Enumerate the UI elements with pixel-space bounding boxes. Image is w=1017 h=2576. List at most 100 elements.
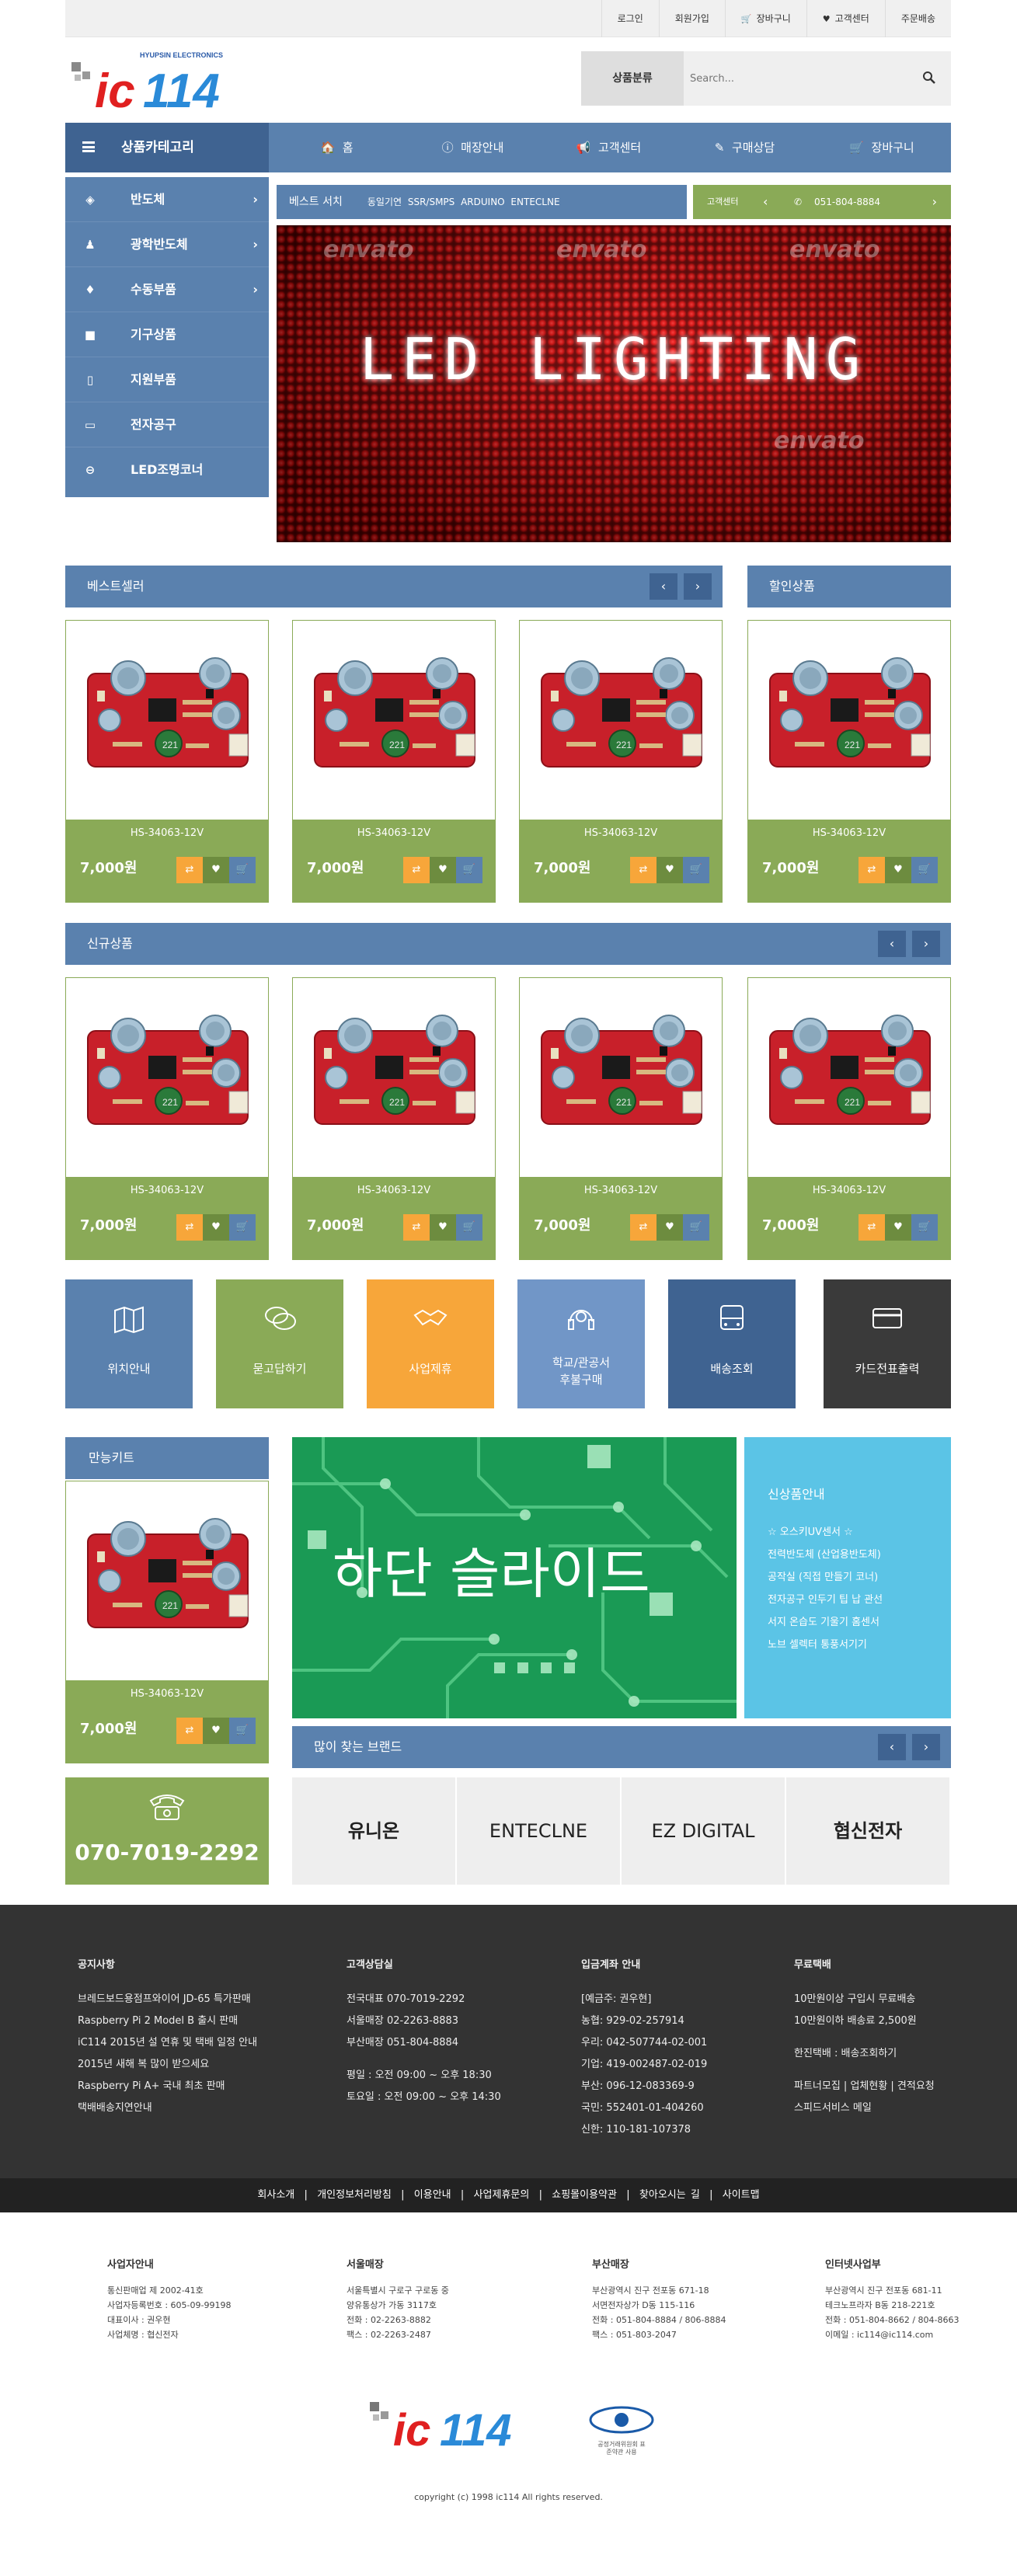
new-info-item[interactable]: 서지 온습도 기울기 홈센서 (768, 1617, 879, 1628)
sidebar-item-semiconductor[interactable]: ◈반도체› (65, 177, 269, 222)
tile-delivery[interactable]: 배송조회 (668, 1279, 796, 1408)
compare-button[interactable]: ⇄ (630, 857, 657, 883)
footer-link[interactable]: 회사소개 (257, 2189, 295, 2201)
compare-button[interactable]: ⇄ (176, 1718, 203, 1744)
product-image[interactable]: 221 (535, 642, 708, 787)
tile-school-purchase[interactable]: 학교/관공서 후불구매 (517, 1279, 645, 1408)
next-button[interactable]: › (912, 1734, 940, 1760)
sidebar-item-led[interactable]: ⊖LED조명코너 (65, 447, 269, 493)
notice-item[interactable]: 브레드보드용점프와이어 JD-65 특가판매 (78, 1993, 251, 2005)
compare-button[interactable]: ⇄ (630, 1214, 657, 1241)
tile-partnership[interactable]: 사업제휴 (367, 1279, 494, 1408)
compare-button[interactable]: ⇄ (176, 857, 203, 883)
product-image[interactable]: 221 (308, 642, 481, 787)
notice-item[interactable]: 택배배송지연안내 (78, 2102, 152, 2114)
product-name[interactable]: HS-34063-12V (357, 827, 431, 839)
add-to-cart-button[interactable]: 🛒 (683, 857, 709, 883)
product-name[interactable]: HS-34063-12V (812, 1185, 886, 1196)
wishlist-button[interactable]: ♥ (203, 1718, 229, 1744)
signup-link[interactable]: 회원가입 (658, 0, 725, 37)
delivery-tracking-link[interactable]: 한진택배 : 배송조회하기 (794, 2048, 897, 2059)
notice-item[interactable]: 2015년 새해 복 많이 받으세요 (78, 2059, 210, 2070)
compare-button[interactable]: ⇄ (859, 1214, 885, 1241)
wishlist-button[interactable]: ♥ (430, 857, 456, 883)
chevron-right-icon[interactable]: › (932, 194, 937, 209)
cart-link[interactable]: 🛒장바구니 (724, 0, 806, 37)
search-input[interactable] (690, 67, 907, 90)
add-to-cart-button[interactable]: 🛒 (229, 1718, 256, 1744)
compare-button[interactable]: ⇄ (176, 1214, 203, 1241)
new-info-item[interactable]: 전자공구 인두기 팁 납 관선 (768, 1594, 883, 1606)
next-button[interactable]: › (912, 931, 940, 957)
hero-banner[interactable]: envato envato envato envato LED LIGHTING (277, 225, 951, 542)
chevron-left-icon[interactable]: ‹ (763, 194, 768, 209)
wishlist-button[interactable]: ♥ (203, 857, 229, 883)
product-name[interactable]: HS-34063-12V (130, 827, 204, 839)
nav-store-info[interactable]: ⓘ 매장안내 (405, 123, 541, 172)
product-image[interactable]: 221 (82, 642, 254, 787)
notice-item[interactable]: Raspberry Pi A+ 국내 최초 판매 (78, 2080, 225, 2092)
nav-purchase-consult[interactable]: ✎ 구매상담 (677, 123, 813, 172)
best-search-keywords[interactable]: 동일기연 SSR/SMPS ARDUINO ENTECLNE (367, 197, 560, 207)
tile-qna[interactable]: 묻고답하기 (216, 1279, 343, 1408)
product-image[interactable]: 221 (82, 1503, 254, 1648)
sidebar-item-mechanical[interactable]: ■기구상품 (65, 312, 269, 357)
order-tracking-link[interactable]: 주문배송 (884, 0, 951, 37)
new-info-item[interactable]: 노브 셀렉터 통풍서기기 (768, 1639, 867, 1651)
new-info-item[interactable]: ☆ 오스키UV센서 ☆ (768, 1526, 853, 1538)
next-button[interactable]: › (684, 573, 712, 600)
add-to-cart-button[interactable]: 🛒 (911, 1214, 938, 1241)
footer-link[interactable]: 사업제휴문의 (473, 2189, 530, 2201)
site-logo[interactable]: HYUPSIN ELECTRONICS ic 114 (68, 40, 255, 118)
category-menu-button[interactable]: 상품카테고리 (65, 123, 269, 172)
prev-button[interactable]: ‹ (878, 1734, 906, 1760)
wishlist-button[interactable]: ♥ (430, 1214, 456, 1241)
brand-enteclne[interactable]: ENTECLNE (457, 1777, 620, 1885)
prev-button[interactable]: ‹ (878, 931, 906, 957)
brand-hyupsin[interactable]: 협신전자 (786, 1777, 949, 1885)
add-to-cart-button[interactable]: 🛒 (911, 857, 938, 883)
sidebar-item-passive[interactable]: ♦수동부품› (65, 267, 269, 312)
nav-home[interactable]: 🏠 홈 (269, 123, 405, 172)
speed-service-link[interactable]: 스피드서비스 메일 (794, 2102, 872, 2114)
support-link[interactable]: ♥고객센터 (806, 0, 885, 37)
bottom-slider[interactable]: 하단 슬라이드 (292, 1437, 737, 1718)
product-name[interactable]: HS-34063-12V (130, 1185, 204, 1196)
add-to-cart-button[interactable]: 🛒 (229, 857, 256, 883)
new-info-item[interactable]: 전력반도체 (산업용반도체) (768, 1549, 881, 1561)
search-icon[interactable] (921, 70, 937, 85)
sidebar-item-tools[interactable]: ▭전자공구 (65, 402, 269, 447)
search-category-select[interactable]: 상품분류 (581, 51, 684, 106)
footer-link[interactable]: 찾아오시는 길 (639, 2189, 700, 2201)
add-to-cart-button[interactable]: 🛒 (456, 857, 482, 883)
product-name[interactable]: HS-34063-12V (583, 827, 658, 839)
wishlist-button[interactable]: ♥ (885, 1214, 911, 1241)
footer-link[interactable]: 쇼핑몰이용약관 (552, 2189, 617, 2201)
add-to-cart-button[interactable]: 🛒 (229, 1214, 256, 1241)
product-name[interactable]: HS-34063-12V (812, 827, 886, 839)
compare-button[interactable]: ⇄ (403, 1214, 430, 1241)
add-to-cart-button[interactable]: 🛒 (456, 1214, 482, 1241)
sidebar-item-support-parts[interactable]: ▯지원부품 (65, 357, 269, 402)
wishlist-button[interactable]: ♥ (657, 857, 683, 883)
sidebar-item-optical[interactable]: ♟광학반도체› (65, 222, 269, 267)
wishlist-button[interactable]: ♥ (885, 857, 911, 883)
brand-ez-digital[interactable]: EZ DIGITAL (622, 1777, 785, 1885)
footer-link[interactable]: 사이트맵 (722, 2189, 760, 2201)
product-name[interactable]: HS-34063-12V (357, 1185, 431, 1196)
tile-card-receipt[interactable]: 카드전표출력 (824, 1279, 951, 1408)
product-image[interactable]: 221 (308, 1000, 481, 1144)
wishlist-button[interactable]: ♥ (657, 1214, 683, 1241)
partner-links[interactable]: 파트너모집 | 업체현황 | 견적요청 (794, 2080, 935, 2092)
new-info-item[interactable]: 공작실 (직접 만들기 코너) (768, 1572, 879, 1583)
nav-cart[interactable]: 🛒 장바구니 (813, 123, 951, 172)
login-link[interactable]: 로그인 (601, 0, 659, 37)
